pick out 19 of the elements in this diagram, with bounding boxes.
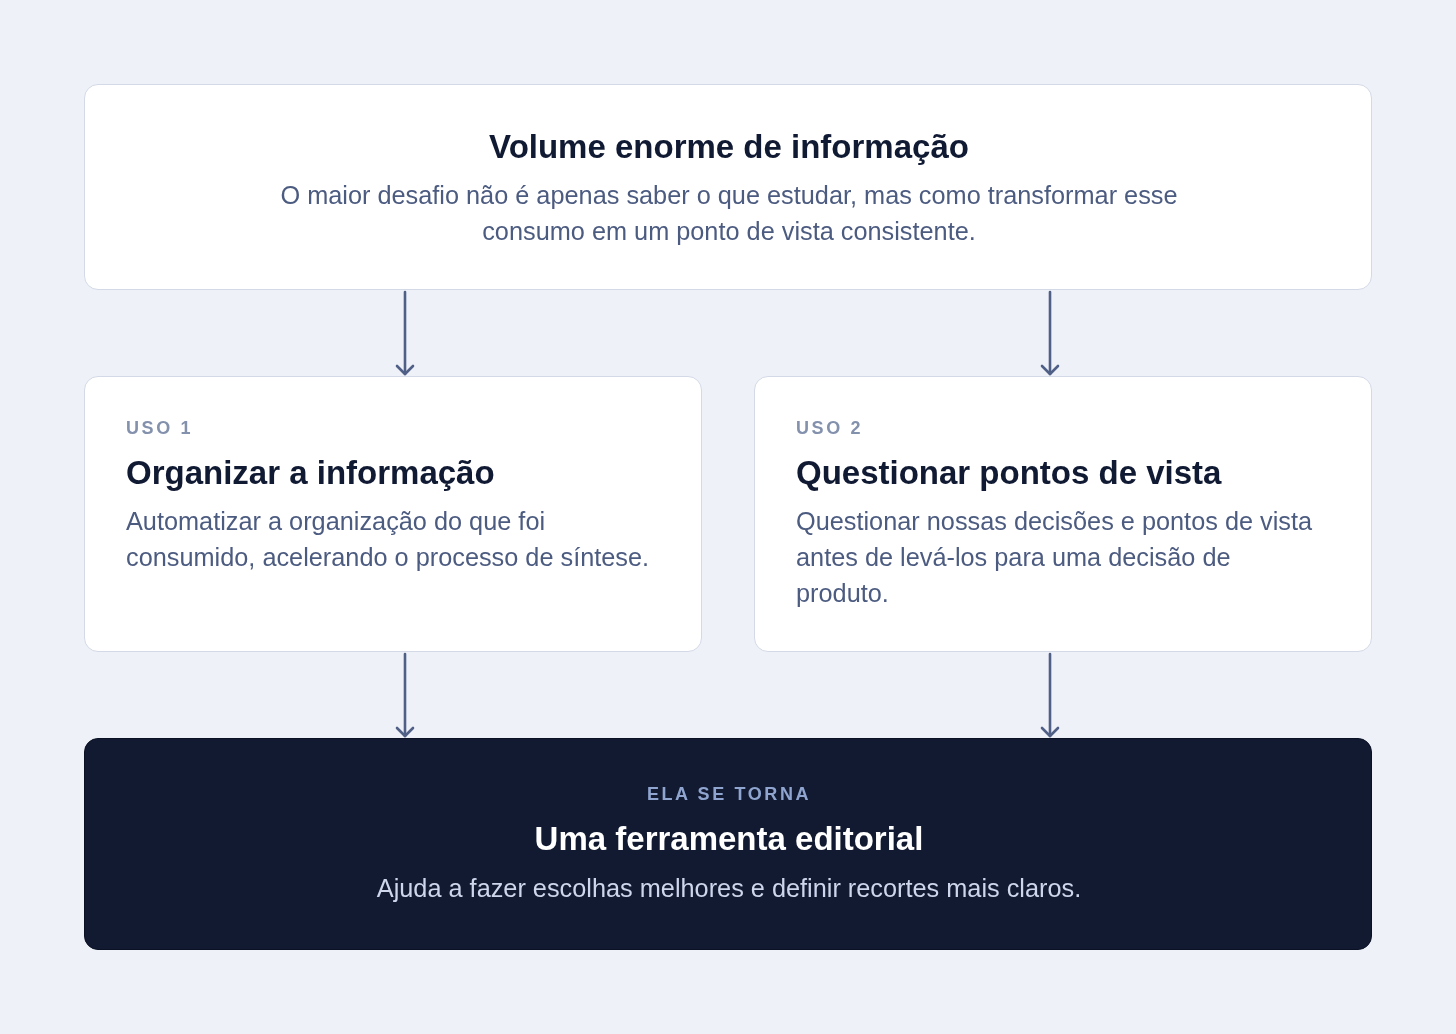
info-card (754, 376, 1372, 652)
arrow (1040, 290, 1060, 376)
arrow (395, 652, 415, 738)
info-card (84, 376, 702, 652)
info-card (84, 84, 1372, 290)
card-title: Organizar a informação (126, 453, 496, 493)
arrow (395, 290, 415, 376)
card-title: Volume enorme de informação (488, 127, 970, 167)
card-description: Automatizar a organização do que foi consumido, acelerando o processo de síntese. (126, 506, 651, 573)
card-title: Questionar pontos de vista (796, 453, 1223, 493)
card-description: Ajuda a fazer escolhas melhores e definir recortes mais claros. (375, 873, 1083, 904)
section-label: USO 1 (126, 417, 195, 439)
card-description: Questionar nossas decisões e pontos de vista antes de levá-los para uma decisão de produto. (796, 506, 1314, 609)
card-title: Uma ferramenta editorial (533, 819, 925, 859)
summary-card (84, 738, 1372, 950)
section-label: USO 2 (796, 417, 865, 439)
arrow (1040, 652, 1060, 738)
section-label: ELA SE TORNA (645, 783, 813, 805)
card-description: O maior desafio não é apenas saber o que estudar, mas como transformar esse consumo em um ponto de vista consistente. (279, 180, 1179, 247)
